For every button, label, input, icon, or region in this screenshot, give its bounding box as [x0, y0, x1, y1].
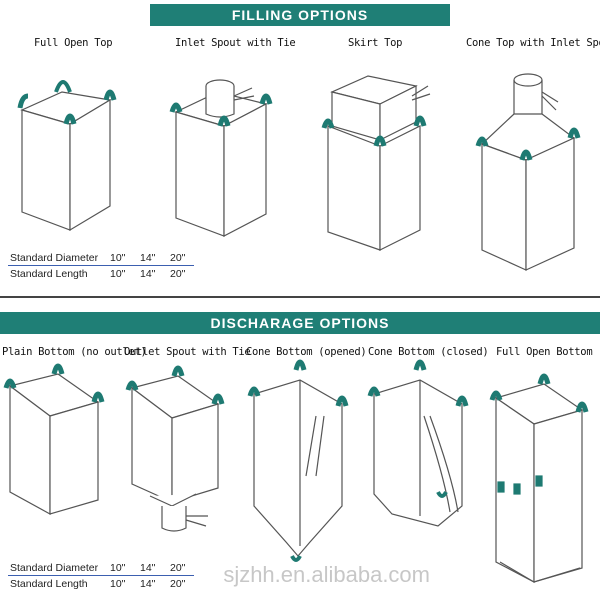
filling-drawings	[17, 73, 581, 271]
discharge-spec-length-14: 14"	[140, 578, 156, 590]
discharge-spec-diameter-10: 10"	[110, 562, 126, 574]
filling-spec-diameter-20: 20"	[170, 252, 186, 264]
filling-spec-length-20: 20"	[170, 268, 186, 280]
filling-options-panel: FILLING OPTIONS Full Open Top Inlet Spou…	[0, 0, 600, 298]
label-cone-bottom-closed: Cone Bottom (closed)	[368, 346, 489, 358]
filling-spec-length-14: 14"	[140, 268, 156, 280]
discharge-spec-diameter-label: Standard Diameter	[10, 562, 99, 574]
bag-full-open-bottom	[489, 373, 589, 583]
label-full-open-bottom: Full Open Bottom	[496, 346, 593, 358]
filling-spec-divider	[8, 265, 194, 266]
label-cone-top-with-inlet-spout: Cone Top with Inlet Spout	[466, 37, 600, 49]
discharge-spec-diameter-14: 14"	[140, 562, 156, 574]
discharge-options-title: DISCHARAGE OPTIONS	[0, 312, 600, 334]
discharge-spec-length-10: 10"	[110, 578, 126, 590]
bag-skirt-top	[321, 75, 431, 251]
label-skirt-top: Skirt Top	[348, 37, 403, 49]
filling-spec-length-10: 10"	[110, 268, 126, 280]
bag-full-open-top	[17, 80, 117, 232]
filling-spec-diameter-10: 10"	[110, 252, 126, 264]
watermark: sjzhh.en.alibaba.com	[223, 562, 430, 587]
label-cone-bottom-opened: Cone Bottom (opened)	[246, 346, 367, 358]
bag-cone-bottom-closed	[367, 359, 469, 527]
discharge-spec-length-20: 20"	[170, 578, 186, 590]
label-plain-bottom: Plain Bottom (no outlet)	[2, 346, 147, 358]
filling-spec-diameter-label: Standard Diameter	[10, 252, 99, 264]
label-outlet-spout-with-tie: Outlet Spout with Tie	[124, 346, 251, 358]
bag-plain-bottom	[3, 363, 105, 516]
filling-spec-diameter-14: 14"	[140, 252, 156, 264]
label-full-open-top: Full Open Top	[34, 37, 113, 49]
filling-spec-length-label: Standard Length	[10, 268, 88, 280]
discharge-options-panel: DISCHARAGE OPTIONS Plain Bottom (no outl…	[0, 306, 600, 600]
label-inlet-spout-with-tie: Inlet Spout with Tie	[175, 37, 296, 49]
bag-cone-top	[475, 73, 581, 271]
discharge-spec-divider	[8, 575, 194, 576]
bag-outlet-spout	[125, 365, 225, 532]
bag-cone-bottom-opened	[247, 359, 349, 562]
discharge-drawings	[3, 359, 589, 583]
discharge-spec-diameter-20: 20"	[170, 562, 186, 574]
bag-inlet-spout	[169, 79, 273, 237]
filling-options-title: FILLING OPTIONS	[150, 4, 450, 26]
discharge-spec-length-label: Standard Length	[10, 578, 88, 590]
